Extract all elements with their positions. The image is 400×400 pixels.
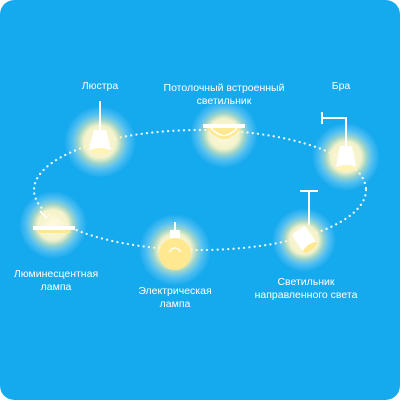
- wall-sconce-icon: [321, 112, 356, 171]
- label-spot: Светильник направленного света: [254, 276, 358, 301]
- glow-fluorescent-icon: [19, 191, 87, 259]
- light-bulb-icon: [159, 222, 191, 270]
- label-sconce: Бра: [331, 80, 351, 92]
- fluorescent-tube-icon: [33, 210, 75, 233]
- recessed-ceiling-light-icon: [203, 124, 245, 139]
- label-chandelier: Люстра: [81, 80, 119, 92]
- pendant-lamp-icon: [89, 101, 111, 154]
- spotlight-icon: [292, 190, 318, 253]
- label-incandescent: Электрическая лампа: [138, 285, 212, 310]
- label-recessed: Потолочный встроенный светильник: [163, 82, 285, 107]
- label-fluorescent: Люминесцентная лампа: [13, 268, 99, 293]
